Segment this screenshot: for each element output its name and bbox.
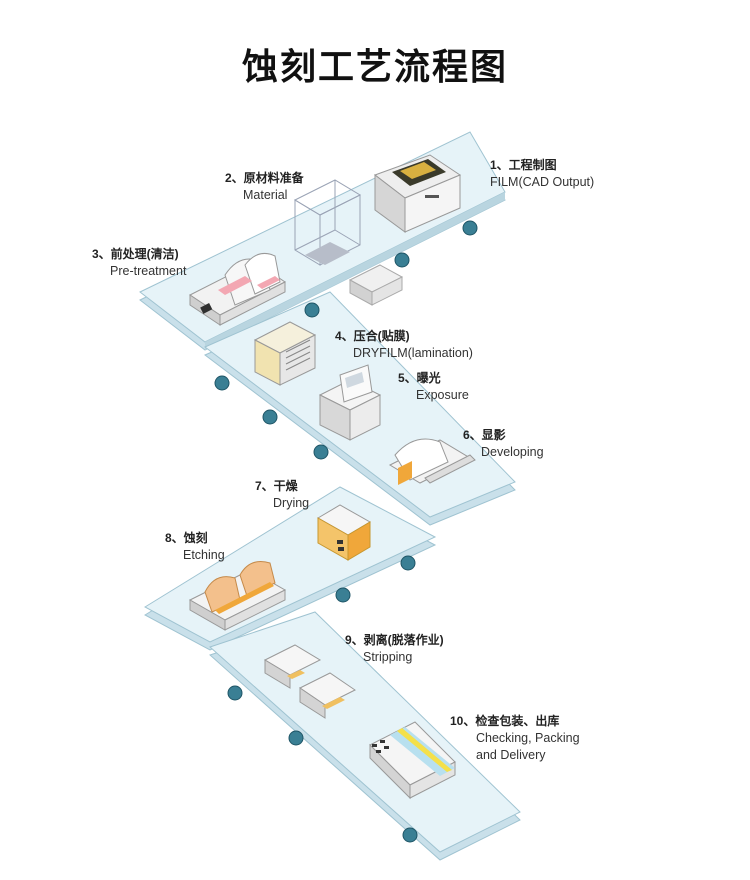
stripping-machine	[263, 644, 356, 719]
step-10-label: 10、检查包装、出库 Checking, Packing and Deliver…	[450, 713, 600, 764]
roller	[394, 252, 410, 268]
step-6-en: Developing	[481, 445, 544, 459]
drying-machine	[317, 504, 371, 561]
lamination-machine	[253, 321, 317, 386]
etching-machine	[188, 561, 287, 631]
step-7-label: 7、干燥 Drying	[255, 478, 309, 512]
step-2-cn: 2、原材料准备	[225, 171, 304, 185]
exposure-machine	[318, 364, 382, 441]
step-5-label: 5、曝光 Exposure	[398, 370, 469, 404]
step-10-en: Checking, Packing and Delivery	[476, 731, 580, 762]
step-1-cn: 1、工程制图	[490, 158, 557, 172]
roller	[304, 302, 320, 318]
step-2-label: 2、原材料准备 Material	[225, 170, 304, 204]
page-title: 蚀刻工艺流程图	[241, 47, 508, 88]
roller	[288, 730, 304, 746]
step-3-cn: 3、前处理(清洁)	[92, 247, 179, 261]
step-4-label: 4、压合(贴膜) DRYFILM(lamination)	[335, 328, 473, 362]
step-3-en: Pre-treatment	[110, 264, 187, 278]
step-2-en: Material	[243, 188, 288, 202]
step-8-cn: 8、蚀刻	[165, 531, 208, 545]
developing-machine	[388, 438, 476, 485]
roller	[313, 444, 329, 460]
step-3-label: 3、前处理(清洁) Pre-treatment	[92, 246, 186, 280]
step-6-label: 6、显影 Developing	[463, 427, 544, 461]
material-block	[348, 264, 404, 306]
step-9-cn: 9、剥离(脱落作业)	[345, 633, 444, 647]
roller	[214, 375, 230, 391]
step-6-cn: 6、显影	[463, 428, 506, 442]
step-8-label: 8、蚀刻 Etching	[165, 530, 225, 564]
roller	[402, 827, 418, 843]
step-1-en: FILM(CAD Output)	[490, 175, 595, 189]
rollers	[214, 220, 478, 843]
roller	[462, 220, 478, 236]
roller	[400, 555, 416, 571]
roller	[262, 409, 278, 425]
step-7-en: Drying	[273, 496, 310, 510]
step-5-cn: 5、曝光	[398, 371, 441, 385]
material-box	[293, 179, 362, 266]
pretreatment-machine	[189, 253, 286, 326]
step-5-en: Exposure	[416, 388, 469, 402]
step-9-label: 9、剥离(脱落作业) Stripping	[345, 632, 444, 666]
roller	[335, 587, 351, 603]
packing-machine	[369, 721, 456, 800]
step-8-en: Etching	[183, 548, 225, 562]
step-10-cn: 10、检查包装、出库	[450, 714, 560, 728]
step-4-en: DRYFILM(lamination)	[353, 346, 473, 360]
step-1-label: 1、工程制图 FILM(CAD Output)	[490, 157, 594, 191]
roller	[227, 685, 243, 701]
step-4-cn: 4、压合(贴膜)	[335, 329, 410, 343]
step-9-en: Stripping	[363, 650, 413, 664]
step-7-cn: 7、干燥	[255, 479, 298, 493]
film-plotter-machine	[373, 154, 462, 233]
